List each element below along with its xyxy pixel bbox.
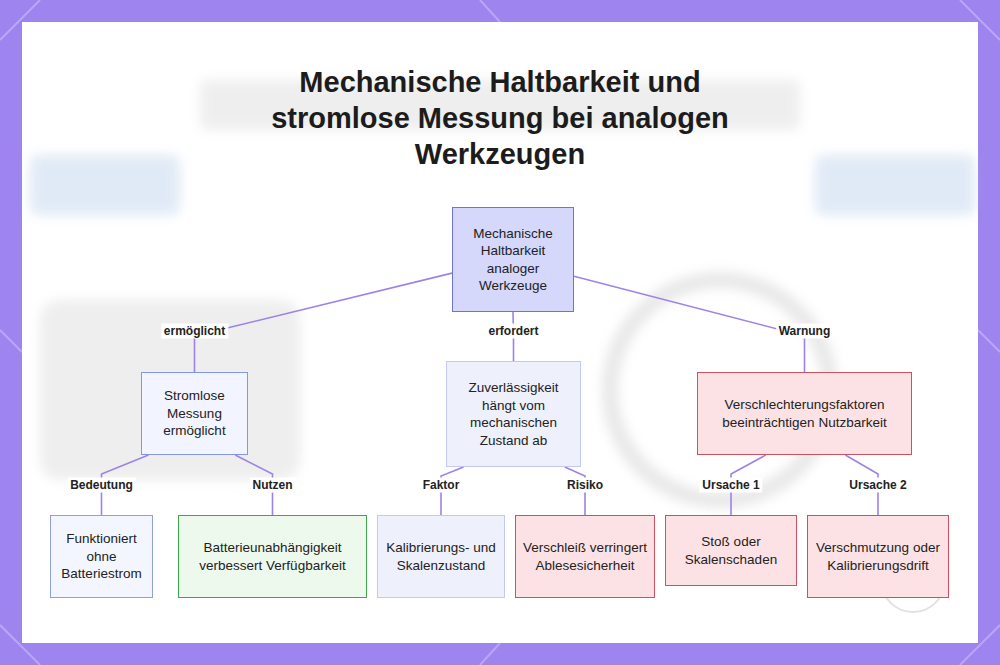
edge-label: Ursache 1	[699, 478, 762, 493]
concept-box: Stromlose Messung ermöglicht	[141, 372, 248, 455]
node-text: Stoß oder Skalenschaden	[672, 533, 790, 568]
connector-line	[195, 273, 453, 372]
node-text: Kalibrierungs- und Skalenzustand	[384, 539, 498, 574]
edge-label: Warnung	[776, 324, 834, 339]
risk-box: Verschleiß verringert Ablesesicherheit	[515, 515, 655, 598]
edge-label: Faktor	[420, 478, 463, 493]
node-text: Verschleiß verringert Ablesesicherheit	[522, 539, 648, 574]
concept-box: Zuverlässigkeit hängt vom mechanischen Z…	[446, 361, 581, 467]
content-panel	[22, 22, 978, 643]
node-text: Mechanische Haltbarkeit analoger Werkzeu…	[459, 225, 567, 295]
diagram-title: Mechanische Haltbarkeit und stromlose Me…	[250, 64, 750, 172]
edge-label: ermöglicht	[161, 324, 228, 339]
detail-box: Kalibrierungs- und Skalenzustand	[377, 515, 505, 598]
edge-label: erfordert	[485, 324, 541, 339]
edge-label: Risiko	[564, 478, 606, 493]
node-text: Verschlechterungsfaktoren beeinträchtige…	[704, 396, 905, 431]
risk-box: Verschmutzung oder Kalibrierungsdrift	[807, 515, 949, 598]
edge-label: Nutzen	[250, 478, 296, 493]
node-text: Batterieunabhängigkeit verbessert Verfüg…	[185, 539, 360, 574]
benefit-box: Batterieunabhängigkeit verbessert Verfüg…	[178, 515, 367, 598]
edge-label: Ursache 2	[846, 478, 909, 493]
risk-box: Stoß oder Skalenschaden	[665, 515, 797, 586]
node-text: Stromlose Messung ermöglicht	[148, 387, 241, 440]
edge-label: Bedeutung	[67, 478, 136, 493]
warning-box: Verschlechterungsfaktoren beeinträchtige…	[697, 372, 912, 455]
node-text: Zuverlässigkeit hängt vom mechanischen Z…	[453, 379, 574, 449]
connector-line	[574, 276, 805, 372]
detail-box: Funktioniert ohne Batteriestrom	[50, 515, 153, 598]
node-text: Verschmutzung oder Kalibrierungsdrift	[814, 539, 942, 574]
root-box: Mechanische Haltbarkeit analoger Werkzeu…	[452, 207, 574, 312]
node-text: Funktioniert ohne Batteriestrom	[57, 530, 146, 583]
